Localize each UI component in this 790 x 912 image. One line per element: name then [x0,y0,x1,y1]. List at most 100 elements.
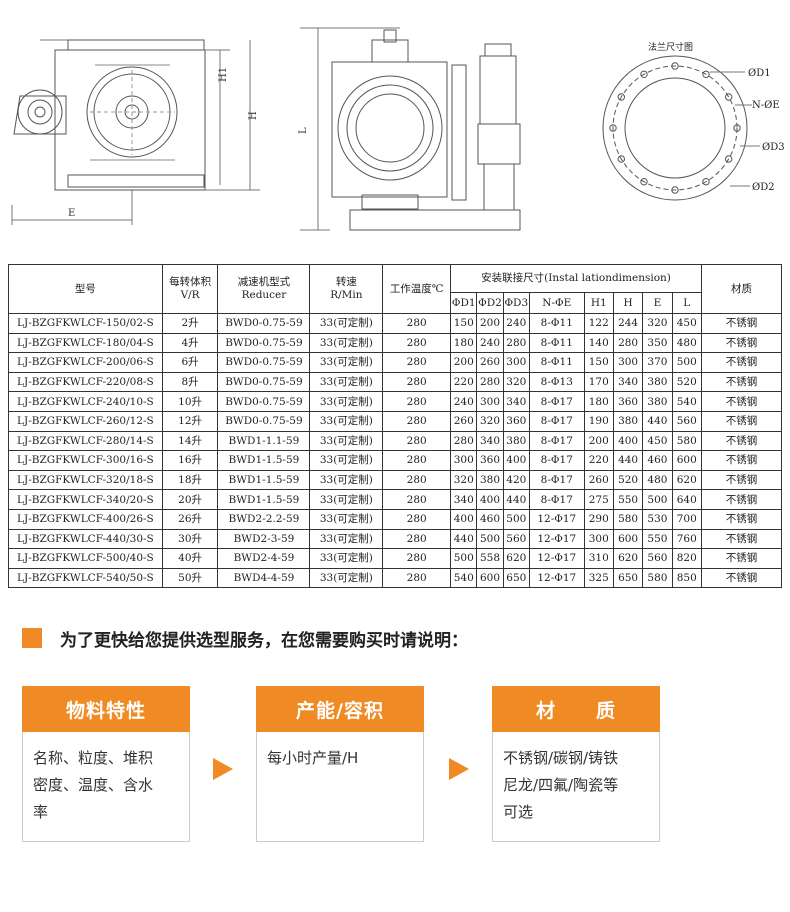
label-l: L [298,127,309,134]
table-cell: 16升 [161,450,219,471]
table-cell: 180 [450,332,478,354]
table-cell: 400 [612,430,644,452]
table-cell: 300 [450,450,478,471]
table-cell: 440 [642,410,673,432]
table-cell: 580 [671,430,702,452]
table-cell: 不锈钢 [700,430,783,452]
table-cell: 360 [502,410,530,432]
table-cell: 620 [612,548,644,569]
table-cell: 33(可定制) [309,410,384,432]
table-cell: 650 [612,567,644,589]
table-cell: 12-Φ17 [528,528,585,550]
table-cell: LJ-BZGFKWLCF-240/10-S [8,391,163,412]
table-cell: 10升 [161,391,219,412]
table-cell: 33(可定制) [309,430,384,452]
table-cell: LJ-BZGFKWLCF-500/40-S [8,548,163,569]
table-cell: BWD1-1.5-59 [217,469,311,491]
table-cell: 280 [382,391,452,412]
table-cell: 350 [642,332,673,354]
table-cell: 540 [671,391,702,412]
header-d2: ΦD2 [476,292,504,314]
table-cell: 280 [382,313,452,334]
table-cell: 520 [671,371,702,393]
table-cell: 260 [476,352,504,373]
table-cell: BWD1-1.5-59 [217,450,311,471]
table-cell: 480 [642,469,673,491]
table-cell: 220 [583,450,614,471]
header-volume: 每转体积 V/R [161,264,219,314]
table-cell: 280 [382,528,452,550]
table-cell: 380 [642,391,673,412]
table-cell: 560 [671,410,702,432]
table-cell: 460 [642,450,673,471]
table-cell: BWD0-0.75-59 [217,352,311,373]
table-cell: 520 [612,469,644,491]
table-cell: 180 [583,391,614,412]
table-cell: 460 [476,508,504,530]
table-cell: 6升 [161,352,219,373]
table-cell: LJ-BZGFKWLCF-300/16-S [8,450,163,471]
table-cell: LJ-BZGFKWLCF-400/26-S [8,508,163,530]
arrow-right-icon [449,758,469,780]
table-cell: 440 [612,450,644,471]
table-cell: 280 [382,352,452,373]
table-cell: 50升 [161,567,219,589]
table-cell: 140 [583,332,614,354]
flange-hole [617,155,625,163]
table-cell: 400 [476,489,504,510]
table-cell: 325 [583,567,614,589]
table-cell: 8-Φ11 [528,352,585,373]
table-cell: 280 [382,469,452,491]
table-cell: 540 [450,567,478,589]
table-cell: 8-Φ11 [528,313,585,334]
table-cell: 不锈钢 [700,528,783,550]
header-model: 型号 [8,264,163,314]
table-cell: 340 [450,489,478,510]
header-h: H [612,292,644,314]
table-cell: 2升 [161,313,219,334]
table-cell: 290 [583,508,614,530]
card-body: 不锈钢/碳钢/铸铁 尼龙/四氟/陶瓷等 可选 [503,749,619,821]
table-cell: 360 [612,391,644,412]
table-cell: 240 [502,313,530,334]
table-cell: 122 [583,313,614,334]
table-cell: LJ-BZGFKWLCF-200/06-S [8,352,163,373]
table-cell: 440 [502,489,530,510]
table-cell: LJ-BZGFKWLCF-440/30-S [8,528,163,550]
table-cell: 320 [476,410,504,432]
table-cell: 33(可定制) [309,548,384,569]
table-cell: 640 [671,489,702,510]
table-cell: 8-Φ17 [528,469,585,491]
table-cell: 8-Φ17 [528,391,585,412]
header-speed: 转速 R/Min [309,264,384,314]
header-e: E [642,292,673,314]
table-cell: BWD1-1.5-59 [217,489,311,510]
table-cell: 320 [450,469,478,491]
table-cell: 不锈钢 [700,489,783,510]
header-noe: N-ΦE [528,292,585,314]
card-title: 材 质 [492,686,660,732]
table-cell: LJ-BZGFKWLCF-340/20-S [8,489,163,510]
table-cell: BWD0-0.75-59 [217,391,311,412]
table-cell: LJ-BZGFKWLCF-150/02-S [8,313,163,334]
table-cell: 600 [671,450,702,471]
table-cell: 380 [612,410,644,432]
table-cell: 14升 [161,430,219,452]
selection-notice: 为了更快给您提供选型服务，在您需要购买时请说明： [22,626,468,651]
label-d1: ØD1 [748,68,771,79]
flange-hole [725,155,733,163]
table-cell: 280 [612,332,644,354]
label-h1: H1 [218,67,229,82]
table-cell: 480 [671,332,702,354]
table-cell: 33(可定制) [309,371,384,393]
table-cell: 280 [382,371,452,393]
table-cell: 820 [671,548,702,569]
table-cell: BWD2-4-59 [217,548,311,569]
label-h: H [248,111,259,120]
table-cell: 500 [642,489,673,510]
table-cell: 600 [612,528,644,550]
